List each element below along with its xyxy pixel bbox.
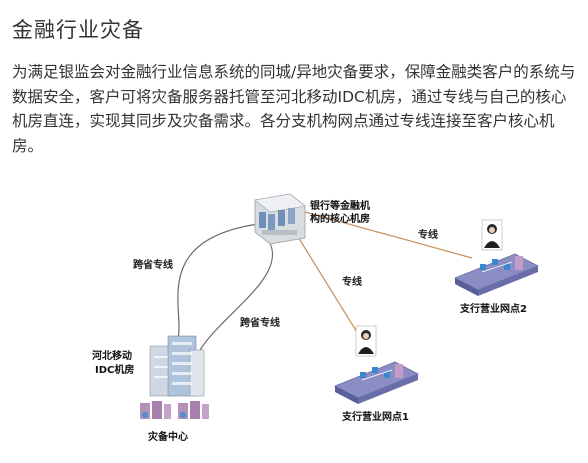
cross-province-label-1: 跨省专线 <box>133 258 173 271</box>
core-server-room <box>254 193 306 245</box>
branch1-staff-icon <box>355 325 377 357</box>
branch2-staff-icon <box>481 219 503 251</box>
cross-province-label-2: 跨省专线 <box>240 316 280 329</box>
disaster-center-label: 灾备中心 <box>148 430 188 443</box>
idc-label-line1: 河北移动 <box>92 349 132 362</box>
idc-building-icon <box>149 335 205 397</box>
page-description: 为满足银监会对金融行业信息系统的同城/异地灾备要求，保障金融类客户的系统与数据安… <box>12 63 576 155</box>
page-title: 金融行业灾备 <box>12 18 144 42</box>
cross-province-line-2 <box>199 231 274 351</box>
core-label-line1: 银行等金融机 <box>310 199 370 212</box>
branch2-platform <box>454 253 539 296</box>
dedicated-label-branch2: 专线 <box>418 228 438 241</box>
disaster-recovery-racks-icon <box>140 401 209 419</box>
cross-province-line-1 <box>177 223 259 339</box>
branch2-label: 支行营业网点2 <box>459 302 527 315</box>
core-label-line2: 构的核心机房 <box>310 212 370 225</box>
dedicated-line-branch2 <box>304 211 473 259</box>
branch1-platform <box>334 361 419 404</box>
idc-label-line2: IDC机房 <box>95 363 134 376</box>
branch1-label: 支行营业网点1 <box>341 410 409 423</box>
dedicated-label-branch1: 专线 <box>342 275 362 288</box>
